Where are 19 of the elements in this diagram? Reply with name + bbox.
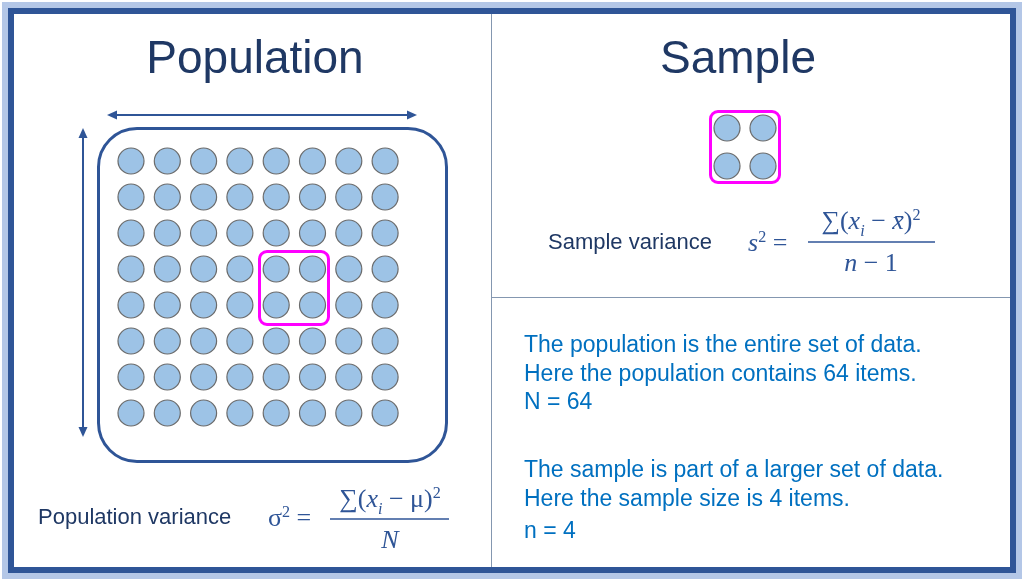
- formula-denominator: N: [381, 524, 399, 556]
- population-frame: [97, 127, 448, 463]
- sample-box: [709, 110, 781, 184]
- formula-term: s$^{2}$ =: [748, 227, 788, 259]
- formula-numerator: ∑(x$_{i}$ − x̄)$^{2}$: [821, 205, 921, 237]
- info-text: The population is the entire set of data.: [524, 331, 922, 359]
- formula-term: σ$^{2}$ =: [268, 502, 312, 534]
- sample-selection-box: [258, 250, 330, 326]
- info-text: Here the sample size is 4 items.: [524, 485, 850, 513]
- formula-label: Sample variance: [548, 228, 712, 256]
- info-text: n = 4: [524, 517, 576, 545]
- panel-title: Population: [146, 30, 364, 85]
- info-text: The sample is part of a larger set of data.: [524, 456, 944, 484]
- panel-title: Sample: [660, 30, 816, 85]
- info-text: Here the population contains 64 items.: [524, 360, 917, 388]
- info-text: N = 64: [524, 388, 593, 416]
- formula-label: Population variance: [38, 503, 232, 531]
- formula-denominator: n − 1: [844, 247, 898, 279]
- formula-numerator: ∑(x$_{i}$ − μ)$^{2}$: [339, 483, 441, 515]
